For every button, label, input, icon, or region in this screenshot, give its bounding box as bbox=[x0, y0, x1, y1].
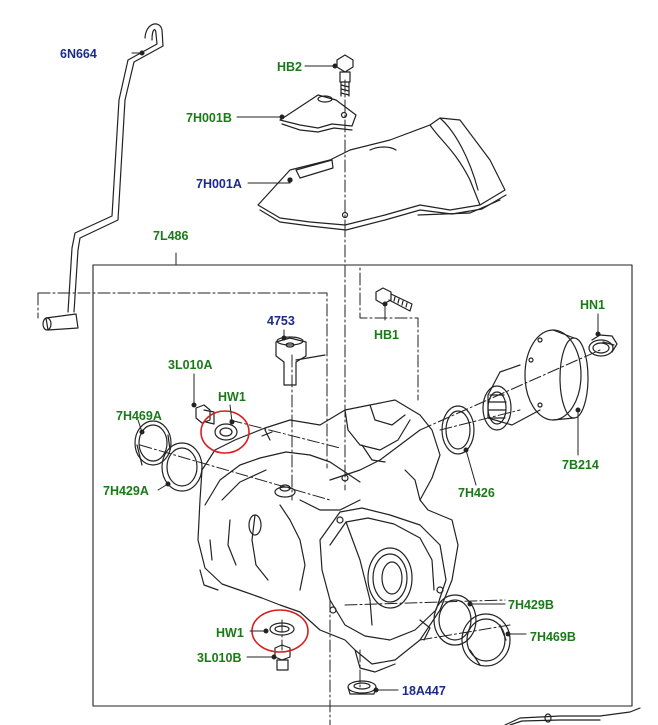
flange-7b214 bbox=[482, 329, 589, 431]
label-o-ring: 7H426 bbox=[458, 486, 495, 500]
bracket-7h001b bbox=[279, 94, 357, 133]
label-seal-left-inner: 7H429A bbox=[103, 484, 149, 498]
label-plug-upper: 3L010A bbox=[168, 358, 213, 372]
label-nut-hn1: HN1 bbox=[580, 298, 606, 312]
washer-hw1-lower bbox=[269, 622, 295, 636]
label-sensor: 4753 bbox=[267, 314, 295, 328]
heat-shield bbox=[257, 117, 507, 231]
washer-hw1-upper bbox=[214, 423, 238, 441]
cap-18a447 bbox=[347, 680, 377, 695]
label-flange: 7B214 bbox=[562, 458, 599, 472]
label-plug-lower: 3L010B bbox=[197, 651, 242, 665]
label-cap: 18A447 bbox=[402, 684, 446, 698]
label-seal-right-inner: 7H429B bbox=[508, 598, 554, 612]
nut-hn1 bbox=[588, 334, 618, 357]
label-heat-shield: 7H001A bbox=[196, 177, 242, 191]
sensor-4753 bbox=[275, 336, 326, 386]
label-washer-lower: HW1 bbox=[216, 626, 244, 640]
seal-7h429a bbox=[161, 442, 203, 492]
label-shield-upper: 7H001B bbox=[186, 111, 232, 125]
group-frame bbox=[92, 252, 633, 707]
leader-lines bbox=[131, 50, 601, 693]
center-lines bbox=[37, 79, 601, 725]
differential-housing bbox=[197, 399, 459, 673]
label-seal-right-outer: 7H469B bbox=[530, 630, 576, 644]
seal-7h469a bbox=[134, 420, 172, 466]
label-bolt-hb1: HB1 bbox=[374, 328, 400, 342]
label-bolt-hb2: HB2 bbox=[277, 60, 303, 74]
bolt-hb2 bbox=[336, 54, 354, 97]
plug-3l010a bbox=[195, 404, 215, 425]
breather-tube bbox=[42, 23, 164, 331]
harness-fragment bbox=[504, 707, 641, 725]
shield-lower bbox=[417, 199, 501, 216]
label-seal-left-outer: 7H469A bbox=[116, 409, 162, 423]
bolt-hb1 bbox=[375, 287, 413, 312]
o-ring-7h426 bbox=[441, 405, 475, 455]
label-housing-group: 7L486 bbox=[153, 229, 189, 243]
label-washer-upper: HW1 bbox=[218, 390, 246, 404]
highlight-circle-upper bbox=[200, 410, 250, 454]
seal-7h469b bbox=[461, 613, 511, 667]
label-breather-tube: 6N664 bbox=[60, 47, 97, 61]
